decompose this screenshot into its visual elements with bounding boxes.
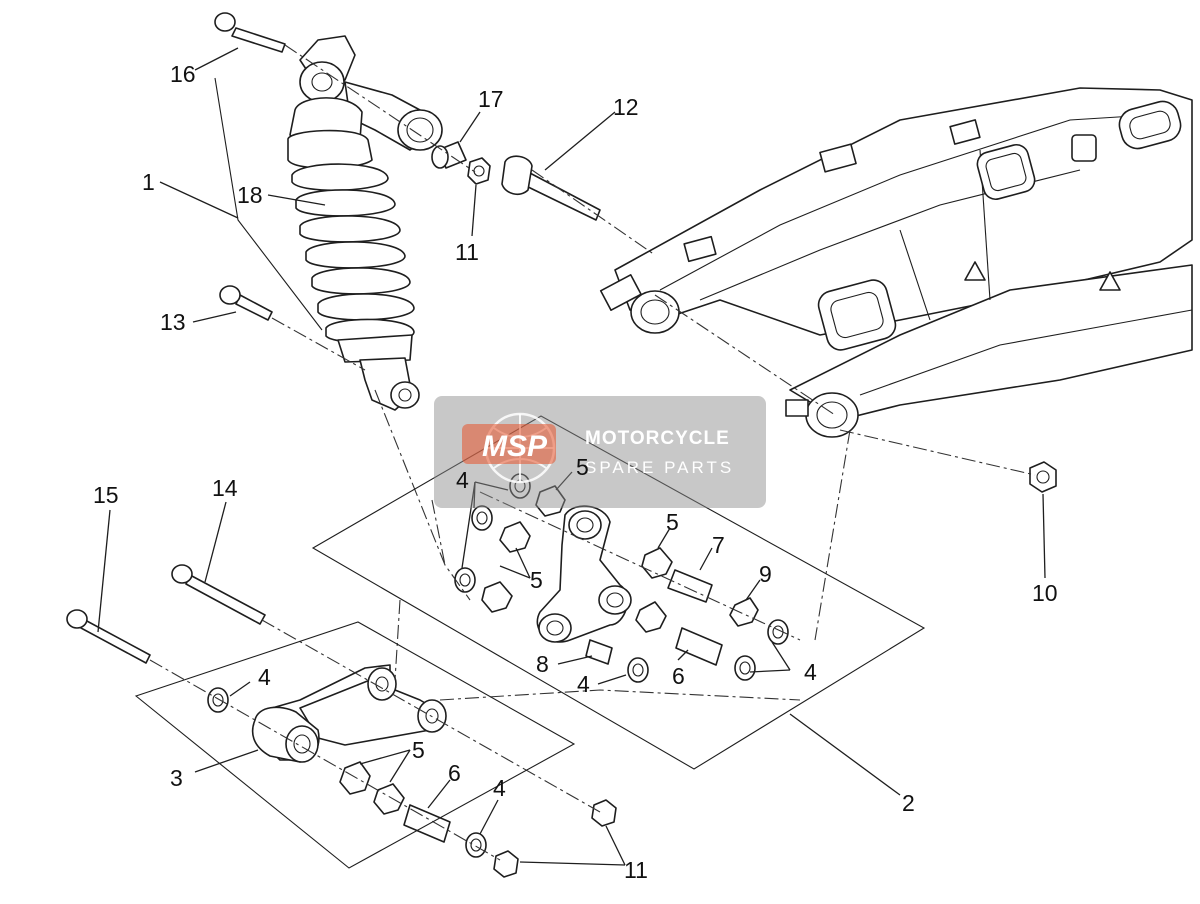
callout-11-top: 11 — [455, 239, 479, 265]
callout-5-rocker-top: 5 — [576, 454, 589, 480]
watermark-line2: SPARE PARTS — [585, 458, 734, 477]
callout-6-dogbone: 6 — [448, 760, 461, 786]
callout-3: 3 — [170, 765, 183, 791]
callout-17: 17 — [478, 86, 504, 112]
callout-8: 8 — [536, 651, 549, 677]
callout-5-rocker-right: 5 — [666, 509, 679, 535]
linkage-rocker — [536, 505, 632, 643]
callout-11-bottom: 11 — [624, 857, 648, 883]
callout-14: 14 — [212, 475, 238, 501]
callout-18: 18 — [237, 182, 263, 208]
bolt-14 — [171, 564, 266, 625]
callout-10: 10 — [1032, 580, 1058, 606]
bolt-16 — [214, 12, 286, 53]
linkage-small-parts — [454, 473, 789, 683]
watermark-line1: MOTORCYCLE — [585, 428, 730, 449]
bolt-13 — [219, 285, 273, 321]
callout-9: 9 — [759, 561, 772, 587]
bolt-15 — [66, 609, 151, 664]
pin-12 — [501, 155, 601, 221]
leader-lines — [97, 47, 1046, 866]
callout-2: 2 — [902, 790, 915, 816]
callout-16: 16 — [170, 61, 196, 87]
callout-4-rocker-right: 4 — [804, 659, 817, 685]
callout-5-rocker-mid: 5 — [530, 567, 543, 593]
callout-labels: 1 18 16 13 17 11 12 10 15 14 4 3 2 4 5 5… — [93, 61, 1058, 883]
watermark: MSP MOTORCYCLE SPARE PARTS — [434, 396, 766, 508]
nut-11-top — [467, 157, 491, 185]
callout-4-dogbone-bottom: 4 — [493, 775, 506, 801]
callout-4-rocker-left: 4 — [456, 467, 469, 493]
alignment-lines — [149, 44, 1036, 861]
callout-12: 12 — [613, 94, 639, 120]
bushing-17 — [431, 141, 467, 169]
watermark-logo-text: MSP — [482, 430, 548, 463]
callout-13: 13 — [160, 309, 186, 335]
callout-15: 15 — [93, 482, 119, 508]
callout-4-dogbone-top: 4 — [258, 664, 271, 690]
swingarm — [599, 87, 1193, 438]
nut-10 — [1029, 461, 1057, 493]
watermark-logo-box — [462, 424, 556, 464]
shock-spring — [291, 163, 415, 344]
callout-5-dogbone: 5 — [412, 737, 425, 763]
callout-1: 1 — [142, 169, 155, 195]
dogbone-link — [207, 664, 617, 878]
callout-6-rocker: 6 — [672, 663, 685, 689]
callout-4-rocker-bottom: 4 — [577, 671, 590, 697]
shock-absorber — [287, 35, 443, 411]
callout-7: 7 — [712, 532, 725, 558]
